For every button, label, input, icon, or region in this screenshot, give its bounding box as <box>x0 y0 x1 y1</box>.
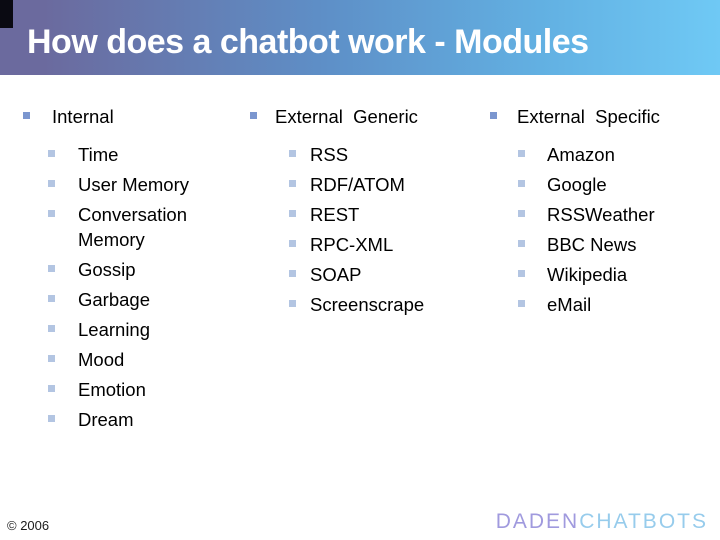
bullet-square-icon <box>48 210 55 217</box>
list-item: REST <box>250 202 460 227</box>
list-item-label: Dream <box>78 409 134 430</box>
list-item: Mood <box>23 347 203 372</box>
list-item: RSS <box>250 142 460 167</box>
bullet-square-icon <box>490 112 497 119</box>
list-item-label: Wikipedia <box>547 264 628 285</box>
list-item: RSSWeather <box>490 202 705 227</box>
bullet-square-icon <box>48 295 55 302</box>
column-header: Internal <box>23 104 223 132</box>
list-item-label: RSSWeather <box>547 204 655 225</box>
list-item-label: User Memory <box>78 174 190 195</box>
bullet-square-icon <box>48 355 55 362</box>
bullet-square-icon <box>48 415 55 422</box>
list-item: BBC News <box>490 232 705 257</box>
bullet-square-icon <box>289 210 296 217</box>
bullet-square-icon <box>48 325 55 332</box>
list-item: Learning <box>23 317 203 342</box>
bullet-square-icon <box>289 270 296 277</box>
list-item: Time <box>23 142 203 167</box>
column-header: External Specific <box>490 104 705 132</box>
bullet-square-icon <box>518 240 525 247</box>
list-item: RDF/ATOM <box>250 172 460 197</box>
bullet-square-icon <box>518 150 525 157</box>
list-item: Google <box>490 172 705 197</box>
list-item-label: REST <box>310 204 360 225</box>
bullet-square-icon <box>23 112 30 119</box>
list-item-label: RPC-XML <box>310 234 394 255</box>
list-item: Garbage <box>23 287 203 312</box>
daden-chatbots-logo: DADENCHATBOTS <box>496 511 708 533</box>
list-item-label: eMail <box>547 294 592 315</box>
list-item-label: Gossip <box>78 259 136 280</box>
list-item-label: Mood <box>78 349 125 370</box>
list-item: Emotion <box>23 377 203 402</box>
bullet-square-icon <box>250 112 257 119</box>
bullet-square-icon <box>289 180 296 187</box>
bullet-square-icon <box>289 150 296 157</box>
list-item: RPC-XML <box>250 232 460 257</box>
bullet-square-icon <box>48 385 55 392</box>
bullet-square-icon <box>518 210 525 217</box>
list-item: Gossip <box>23 257 203 282</box>
bullet-square-icon <box>289 300 296 307</box>
bullet-square-icon <box>518 270 525 277</box>
bullet-square-icon <box>518 180 525 187</box>
list-item-label: Conversation Memory <box>78 204 188 250</box>
bullet-square-icon <box>48 265 55 272</box>
list-item: Dream <box>23 407 203 432</box>
column-header: External Generic <box>250 104 460 132</box>
list-item: Wikipedia <box>490 262 705 287</box>
column-header-label: Internal <box>52 106 114 127</box>
list-item-label: RSS <box>310 144 349 165</box>
bullet-square-icon <box>518 300 525 307</box>
bullet-square-icon <box>48 150 55 157</box>
column-header-label: External Generic <box>275 106 418 127</box>
logo-chatbots-text: CHATBOTS <box>579 510 708 533</box>
list-item-label: Google <box>547 174 607 195</box>
list-item-label: Learning <box>78 319 151 340</box>
list-item-label: Screenscrape <box>310 294 425 315</box>
column-header-label: External Specific <box>517 106 660 127</box>
bullet-square-icon <box>289 240 296 247</box>
list-item: User Memory <box>23 172 203 197</box>
list-item: Screenscrape <box>250 292 460 317</box>
list-item-label: SOAP <box>310 264 362 285</box>
list-item-label: Time <box>78 144 119 165</box>
slide-title: How does a chatbot work - Modules <box>27 23 589 61</box>
title-bar: How does a chatbot work - Modules <box>0 0 720 75</box>
list-item-label: RDF/ATOM <box>310 174 405 195</box>
list-item: SOAP <box>250 262 460 287</box>
bullet-square-icon <box>48 180 55 187</box>
list-item: Conversation Memory <box>23 202 203 252</box>
corner-notch <box>0 0 13 28</box>
list-item-label: Emotion <box>78 379 146 400</box>
list-item: eMail <box>490 292 705 317</box>
list-item-label: Amazon <box>547 144 615 165</box>
list-item-label: Garbage <box>78 289 150 310</box>
copyright-text: © 2006 <box>7 518 50 533</box>
list-item: Amazon <box>490 142 705 167</box>
list-item-label: BBC News <box>547 234 637 255</box>
logo-daden-text: DADEN <box>495 510 580 533</box>
